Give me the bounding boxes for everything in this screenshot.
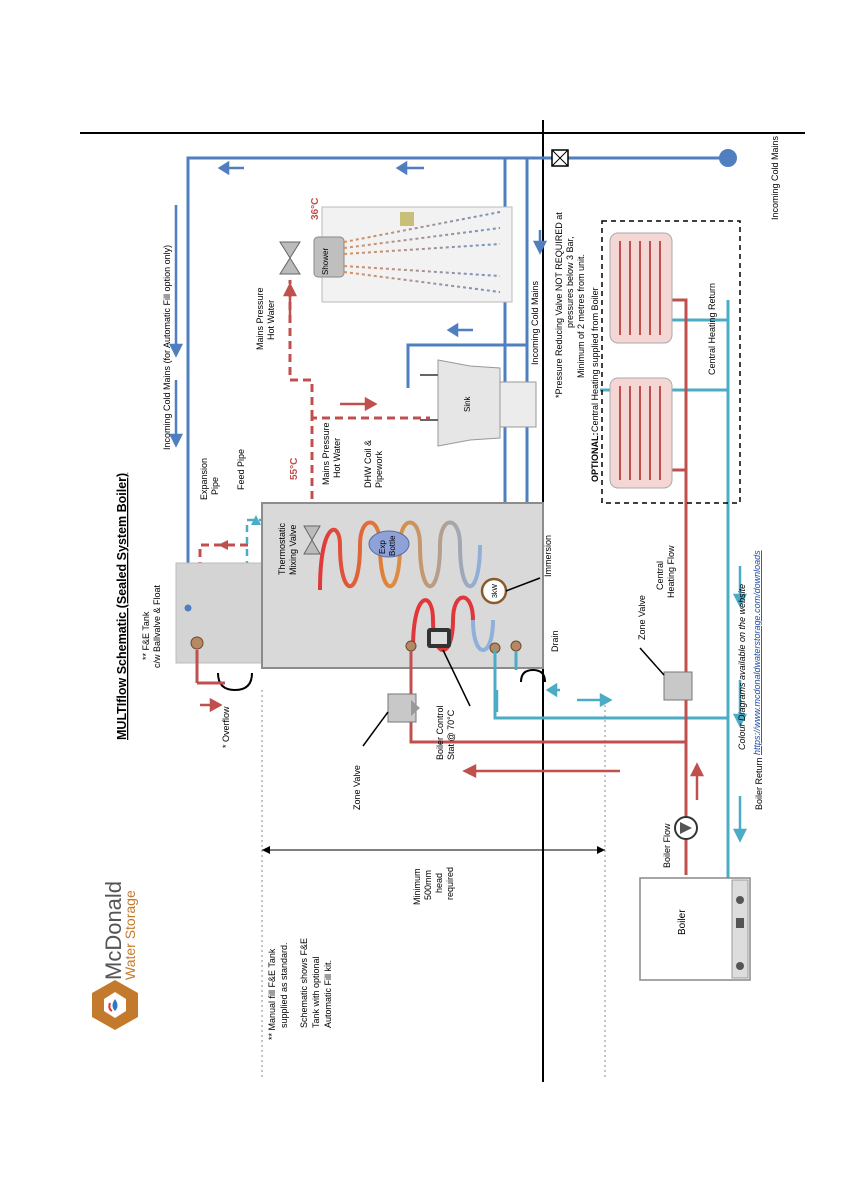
fe-tank-label-1: ** F&E Tank <box>141 611 151 660</box>
shower-enclosure <box>321 206 513 303</box>
brand-subtitle: Water Storage <box>122 890 138 980</box>
thermostatic-valve-label-1: Thermostatic <box>277 522 287 575</box>
brand-name: McDonald <box>101 881 126 980</box>
incoming-cold-mains-label-3: Incoming Cold Mains <box>770 135 780 220</box>
optional-text: Central Heating supplied from Boiler <box>590 287 600 432</box>
ch-flow-arrows <box>495 566 748 843</box>
mains-hw-label-1b: Hot Water <box>332 438 342 478</box>
ch-flow-label-2: Heating Flow <box>666 545 676 598</box>
mains-hw-label-1a: Mains Pressure <box>321 422 331 485</box>
immersion-kw-label: 3kW <box>492 584 499 598</box>
dhw-coil-label-2: Pipework <box>374 450 384 488</box>
drain <box>520 668 546 683</box>
fe-tank <box>175 562 263 664</box>
boiler-coil <box>411 595 495 652</box>
prv-note-3: Minimum of 2 metres from unit. <box>576 254 586 378</box>
radiator-1 <box>609 377 673 489</box>
mcdonald-logo <box>92 980 138 1030</box>
optional-prefix: OPTIONAL: <box>590 433 600 483</box>
sink <box>437 359 501 447</box>
zone-valve-1-label: Zone Valve <box>352 765 362 810</box>
boiler-stat-label-1: Boiler Control <box>435 705 445 760</box>
expansion-bottle <box>368 530 410 558</box>
shower-spray <box>343 211 501 293</box>
mains-hw-label-2b: Hot Water <box>266 300 276 340</box>
overflow-tundish <box>217 672 253 692</box>
boiler-flow-pipes <box>409 298 688 875</box>
min-head-label-1: Minimum <box>412 868 422 905</box>
feed-pipe-label: Feed Pipe <box>236 449 246 490</box>
min-head-label-4: required <box>445 867 455 900</box>
exp-bottle-label-2: Bottle <box>388 535 397 556</box>
thermostatic-valve-label-2: Mixing Valve <box>288 525 298 575</box>
overflow-label: * Overflow <box>221 706 231 748</box>
optional-ch-box <box>601 220 741 504</box>
incoming-cold-mains-label-2: Incoming Cold Mains <box>530 280 540 365</box>
radiator-2 <box>609 232 673 344</box>
shower-label: Shower <box>321 248 330 275</box>
page-title: MULTIflow Schematic (Sealed System Boile… <box>115 473 129 740</box>
note-schematic-2: Tank with optional <box>311 956 321 1028</box>
shower-mixer-valve <box>279 241 301 275</box>
boiler-stat-label-2: Stat @ 70°C <box>446 709 456 760</box>
ch-return-label: Central Heating Return <box>707 283 717 375</box>
colour-diagrams-note: Colour Diagrams available on the website <box>737 584 747 750</box>
thermostatic-mixing-valve <box>303 525 321 555</box>
immersion-label: Immersion <box>543 535 553 577</box>
feed-pipe <box>245 518 528 580</box>
boiler-flow-label: Boiler Flow <box>662 823 672 868</box>
fe-tank-label-2: c/w Ballvalve & Float <box>152 584 162 668</box>
drain-label: Drain <box>550 630 560 652</box>
boiler-return-label: Boiler Return <box>754 757 764 810</box>
hot-flow-arrows <box>282 282 378 412</box>
expansion-pipe-label-2: Pipe <box>210 477 220 495</box>
min-head-label-2: 500mm <box>423 870 433 900</box>
website-link[interactable]: https://www.mcdonaldwaterstorage.com/dow… <box>752 550 762 755</box>
sink-taps <box>420 374 438 421</box>
dhw-coil-label-1: DHW Coil & <box>363 440 373 488</box>
sink-label: Sink <box>463 395 472 412</box>
note-manual-fill-1: ** Manual fill F&E Tank <box>267 948 277 1040</box>
mains-hw-label-2a: Mains Pressure <box>255 287 265 350</box>
zone-valve-2-label: Zone Valve <box>637 595 647 640</box>
note-schematic-3: Automatic Fill kit. <box>323 960 333 1028</box>
boiler-label: Boiler <box>677 909 688 935</box>
note-schematic-1: Schematic shows F&E <box>299 938 309 1028</box>
zone-valve-2 <box>663 671 693 701</box>
shower-head <box>313 236 345 278</box>
expansion-pipe-label-1: Expansion <box>199 458 209 500</box>
incoming-cold-mains-label-1: Incoming Cold Mains (for Automatic Fill … <box>162 245 172 450</box>
temp-55-label: 55°C <box>289 458 300 480</box>
min-head-label-3: head <box>434 873 444 893</box>
temp-36-label: 36°C <box>310 198 321 220</box>
hot-water-pipes <box>198 280 430 583</box>
exp-bottle-label-1: Exp <box>378 540 387 554</box>
prv-note-2: pressures below 3 Bar, <box>565 236 575 328</box>
note-manual-fill-2: supplied as standard. <box>279 942 289 1028</box>
prv-note-1: *Pressure Reducing Valve NOT REQUIRED at <box>554 212 564 398</box>
ch-flow-label-1: Central <box>655 561 665 590</box>
zone-valve-1 <box>387 693 420 723</box>
cold-flow-arrows <box>168 160 548 448</box>
cold-mains-inlet <box>719 149 737 167</box>
